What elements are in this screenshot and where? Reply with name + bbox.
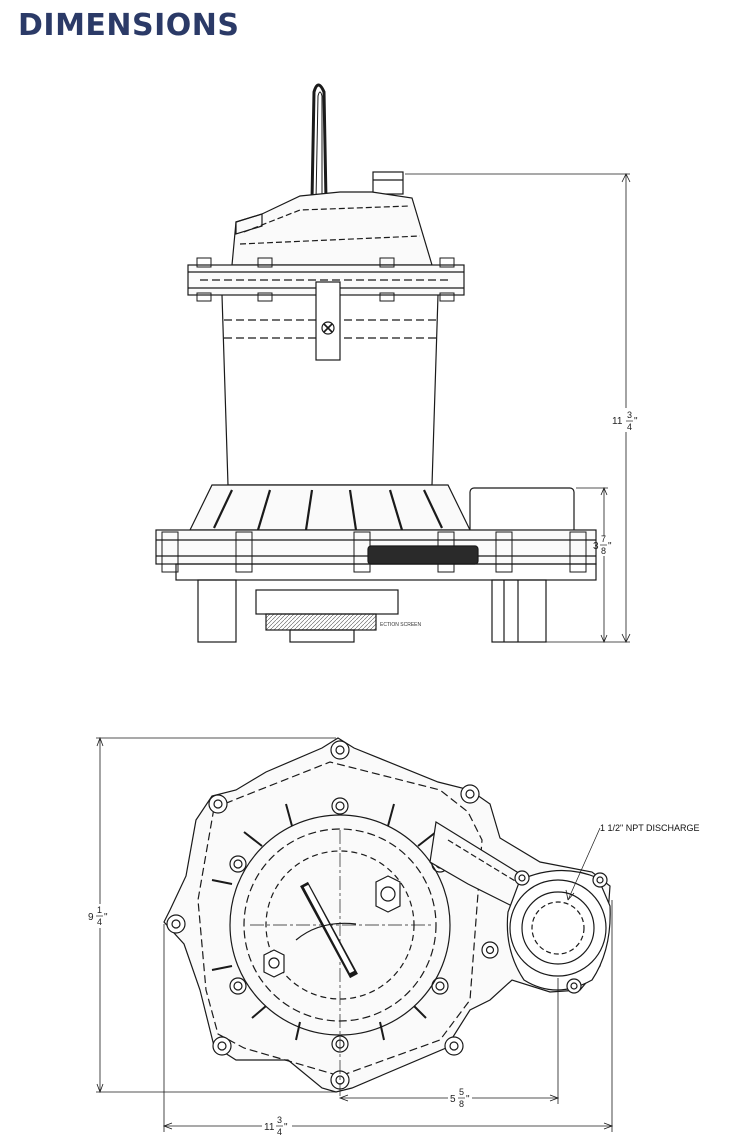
side-dimensions bbox=[405, 173, 631, 644]
intake-housing bbox=[255, 589, 399, 615]
handle-bracket-top bbox=[295, 922, 357, 941]
motor-outer-ring bbox=[229, 814, 451, 1036]
intake-ring bbox=[289, 629, 355, 643]
depth-dim-den: 4 bbox=[97, 917, 102, 927]
volute-ribs bbox=[213, 489, 443, 531]
flange-bolts bbox=[196, 257, 455, 302]
offset-dim-unit: " bbox=[466, 1094, 470, 1105]
width-dim-whole: 11 bbox=[264, 1122, 275, 1133]
cord-boss bbox=[372, 171, 404, 195]
suction-screen-label: ECTION SCREEN bbox=[380, 622, 422, 628]
offset-dim-num: 5 bbox=[459, 1087, 464, 1097]
top-dimensions bbox=[96, 736, 614, 1132]
base-dim-den: 8 bbox=[601, 546, 606, 556]
height-dim-unit: " bbox=[634, 416, 638, 427]
cord-fitting bbox=[375, 875, 401, 913]
height-dim-whole: 11 bbox=[612, 416, 623, 427]
top-view bbox=[163, 737, 611, 1096]
offset-dim-den: 8 bbox=[459, 1099, 464, 1109]
base-dim-unit: " bbox=[608, 541, 612, 552]
base-dim-whole: 3 bbox=[593, 541, 599, 552]
offset-dim-whole: 5 bbox=[450, 1094, 456, 1105]
leg-left bbox=[197, 579, 237, 643]
discharge-offset-dimension-label: 5 5 8 " bbox=[450, 1087, 470, 1109]
page-title: DIMENSIONS bbox=[18, 8, 240, 43]
discharge-callout: 1 1/2" NPT DISCHARGE bbox=[600, 823, 700, 833]
handle-bracket bbox=[315, 281, 341, 361]
side-view bbox=[155, 83, 597, 643]
lower-body bbox=[175, 563, 597, 581]
base-outline bbox=[163, 737, 611, 1093]
base-bolts bbox=[161, 531, 587, 573]
depth-dim-whole: 9 bbox=[88, 912, 94, 923]
radial-ribs bbox=[211, 803, 437, 1041]
base-dimension-label: 3 7 8 " bbox=[593, 534, 612, 556]
bolt-lugs bbox=[166, 740, 499, 1090]
suction-screen bbox=[265, 613, 377, 631]
width-dimension-label: 11 3 4 " bbox=[264, 1115, 288, 1137]
width-dim-num: 3 bbox=[277, 1115, 282, 1125]
motor-cap bbox=[231, 191, 433, 266]
depth-dim-unit: " bbox=[104, 912, 108, 923]
discharge-flange bbox=[506, 869, 611, 994]
base-dim-num: 7 bbox=[601, 534, 606, 544]
height-dimension-label: 11 3 4 " bbox=[612, 410, 638, 432]
height-dim-num: 3 bbox=[627, 410, 632, 420]
width-dim-den: 4 bbox=[277, 1127, 282, 1137]
vent-fitting bbox=[263, 949, 285, 978]
width-dim-unit: " bbox=[284, 1122, 288, 1133]
leg-right bbox=[491, 579, 547, 643]
height-dim-den: 4 bbox=[627, 422, 632, 432]
lifting-handle bbox=[310, 83, 328, 201]
nameplate bbox=[367, 545, 479, 565]
depth-dim-num: 1 bbox=[97, 905, 102, 915]
depth-dimension-label: 9 1 4 " bbox=[88, 905, 108, 927]
